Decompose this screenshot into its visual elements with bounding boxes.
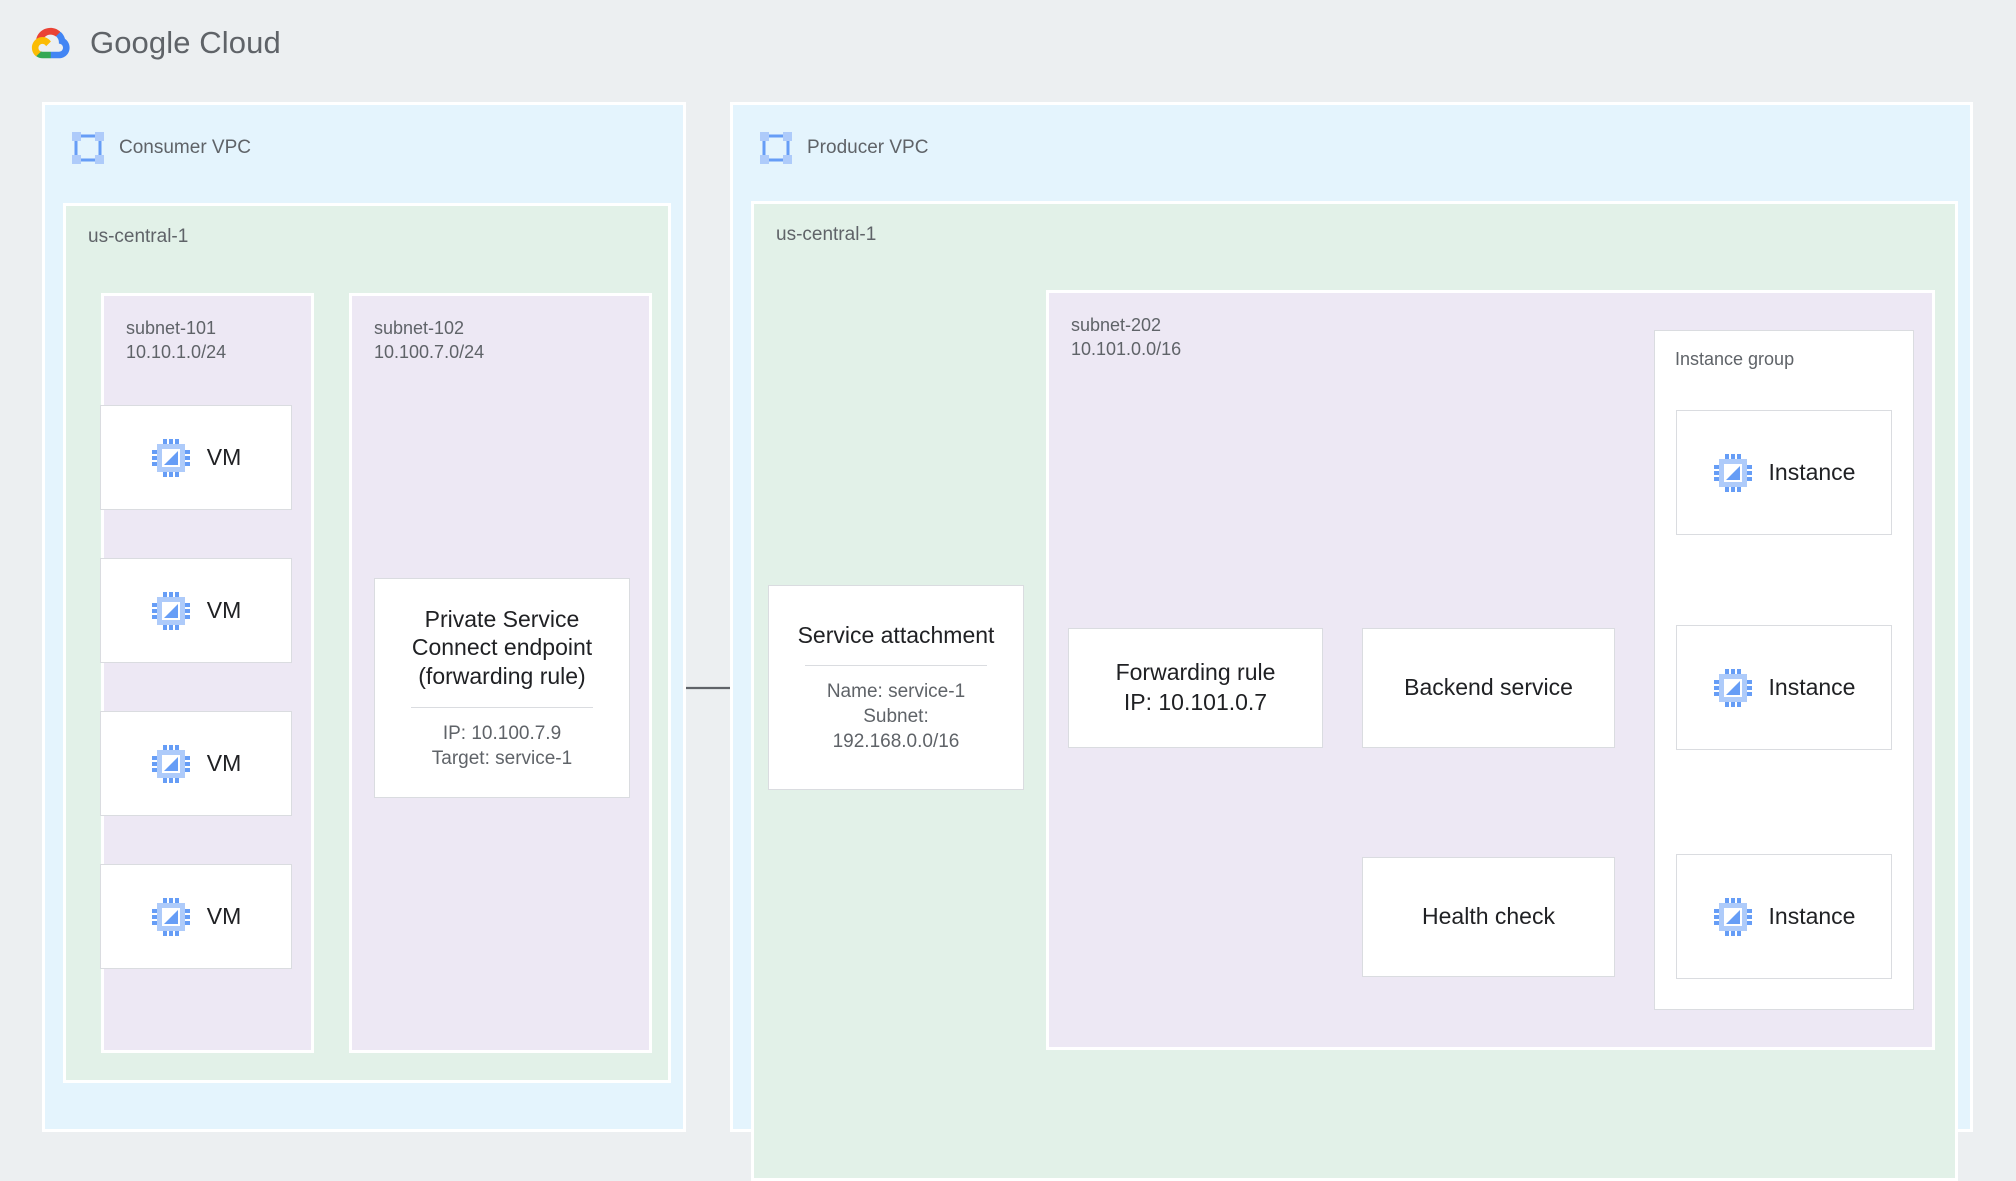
- subnet-202-cidr: 10.101.0.0/16: [1071, 339, 1182, 360]
- vm-chip-icon: [1713, 453, 1752, 492]
- psc-endpoint-ip: IP: 10.100.7.9: [442, 722, 562, 744]
- brand-name-cloud: Cloud: [199, 25, 281, 60]
- backend-service-card[interactable]: Backend service: [1362, 628, 1615, 748]
- instance-node-3[interactable]: Instance: [1676, 854, 1892, 979]
- producer-vpc-header: Producer VPC: [759, 131, 928, 165]
- vpc-network-icon: [760, 132, 792, 164]
- vm-node-2[interactable]: VM: [100, 558, 292, 663]
- vm-chip-icon: [1713, 897, 1752, 936]
- psc-endpoint-divider: [410, 706, 594, 708]
- subnet-202-label: subnet-202 10.101.0.0/16: [1071, 313, 1181, 362]
- vm-node-3[interactable]: VM: [100, 711, 292, 816]
- instance-node-1-label: Instance: [1768, 459, 1856, 485]
- brand-name: Google Cloud: [90, 25, 281, 61]
- subnet-102-cidr: 10.100.7.0/24: [374, 342, 485, 363]
- vm-chip-icon: [151, 897, 190, 936]
- subnet-101-label: subnet-101 10.10.1.0/24: [126, 316, 226, 365]
- producer-region-label: us-central-1: [776, 224, 877, 245]
- consumer-region-label: us-central-1: [88, 226, 189, 247]
- forwarding-rule-title: Forwarding rule IP: 10.101.0.7: [1115, 659, 1276, 715]
- subnet-102-label: subnet-102 10.100.7.0/24: [374, 316, 484, 365]
- instance-node-1[interactable]: Instance: [1676, 410, 1892, 535]
- vm-node-4[interactable]: VM: [100, 864, 292, 969]
- brand-header: Google Cloud: [28, 22, 281, 64]
- vm-node-3-label: VM: [206, 750, 242, 776]
- instance-group-label: Instance group: [1675, 349, 1795, 369]
- instance-node-2-label: Instance: [1768, 674, 1856, 700]
- consumer-vpc-header: Consumer VPC: [71, 131, 251, 165]
- consumer-vpc-title: Consumer VPC: [119, 137, 251, 158]
- vm-chip-icon: [151, 744, 190, 783]
- subnet-101-cidr: 10.10.1.0/24: [126, 342, 227, 363]
- psc-endpoint-title: Private Service Connect endpoint (forwar…: [411, 605, 593, 690]
- service-attachment-name: Name: service-1: [826, 681, 966, 703]
- producer-vpc-title: Producer VPC: [807, 137, 929, 158]
- service-attachment-divider: [804, 665, 988, 667]
- psc-endpoint-target: Target: service-1: [431, 747, 573, 769]
- vm-chip-icon: [151, 438, 190, 477]
- subnet-102-name: subnet-102: [374, 318, 465, 338]
- subnet-202-name: subnet-202: [1071, 315, 1162, 335]
- service-attachment-card[interactable]: Service attachment Name: service-1 Subne…: [768, 585, 1024, 790]
- vm-node-1-label: VM: [206, 444, 242, 470]
- psc-endpoint-card[interactable]: Private Service Connect endpoint (forwar…: [374, 578, 630, 798]
- vpc-network-icon: [72, 132, 104, 164]
- service-attachment-title: Service attachment: [797, 621, 995, 648]
- vm-node-1[interactable]: VM: [100, 405, 292, 510]
- vm-node-4-label: VM: [206, 903, 242, 929]
- health-check-title: Health check: [1422, 903, 1555, 930]
- forwarding-rule-card[interactable]: Forwarding rule IP: 10.101.0.7: [1068, 628, 1323, 748]
- instance-node-3-label: Instance: [1768, 903, 1856, 929]
- brand-name-google: Google: [90, 25, 191, 60]
- instance-node-2[interactable]: Instance: [1676, 625, 1892, 750]
- google-cloud-logo-icon: [31, 27, 70, 59]
- backend-service-title: Backend service: [1404, 674, 1573, 701]
- subnet-101-name: subnet-101: [126, 318, 217, 338]
- service-attachment-subnet: Subnet: 192.168.0.0/16: [832, 706, 960, 752]
- vm-chip-icon: [151, 591, 190, 630]
- vm-node-2-label: VM: [206, 597, 242, 623]
- vm-chip-icon: [1713, 668, 1752, 707]
- health-check-card[interactable]: Health check: [1362, 857, 1615, 977]
